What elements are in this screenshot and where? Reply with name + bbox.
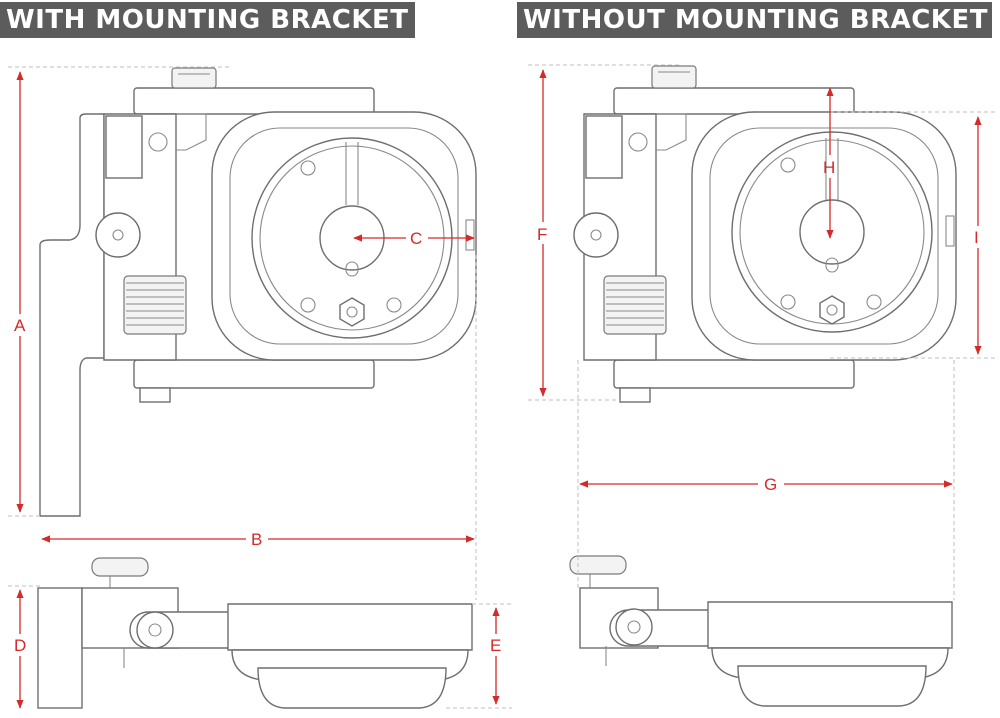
ring-side-bottom bbox=[257, 667, 447, 709]
bottom-clamp-bar bbox=[613, 359, 855, 389]
ring-slot-bottom bbox=[345, 261, 359, 277]
pivot-hex bbox=[627, 620, 641, 634]
bottom-foot bbox=[619, 387, 651, 403]
header-with-mounting-bracket: WITH MOUNTING BRACKET bbox=[0, 2, 415, 38]
header-without-mounting-bracket: WITHOUT MOUNTING BRACKET bbox=[517, 2, 992, 38]
hex-nut bbox=[819, 295, 845, 325]
front-view-without-bracket bbox=[573, 65, 957, 403]
bracket-side bbox=[37, 587, 83, 709]
spring bbox=[123, 275, 187, 335]
arm-corner bbox=[176, 113, 207, 151]
ring-housing-inner bbox=[229, 127, 459, 345]
ring-screw bbox=[386, 297, 402, 313]
front-view-with-bracket bbox=[39, 67, 477, 517]
pivot-bolt bbox=[136, 611, 174, 649]
pivot-bolt bbox=[615, 608, 653, 646]
dim-label-b: B bbox=[251, 530, 262, 549]
knurled-knob bbox=[569, 555, 627, 575]
arm-block bbox=[585, 115, 623, 179]
dim-label-a: A bbox=[14, 316, 26, 335]
arm-pin bbox=[148, 132, 168, 152]
dimensions-left: A B C D E bbox=[8, 66, 512, 709]
header-title: WITHOUT MOUNTING BRACKET bbox=[523, 5, 988, 35]
dimensions-right: F G H I bbox=[528, 64, 998, 600]
header-title: WITH MOUNTING BRACKET bbox=[6, 5, 409, 35]
ring-side-bottom bbox=[737, 665, 927, 707]
arm-block bbox=[105, 115, 143, 179]
dim-label-i: I bbox=[974, 228, 979, 247]
center-bore bbox=[799, 199, 865, 265]
knurled-knob bbox=[91, 557, 149, 577]
hex-nut-hole bbox=[826, 304, 838, 316]
top-screw bbox=[651, 65, 697, 89]
ring-screw bbox=[866, 294, 882, 310]
dim-label-d: D bbox=[14, 636, 26, 655]
bracket-knob bbox=[573, 212, 619, 258]
mounting-bracket bbox=[39, 113, 105, 517]
dim-label-h: H bbox=[823, 158, 835, 177]
ring-screw bbox=[300, 297, 316, 313]
spring bbox=[603, 275, 667, 335]
side-view-with-bracket bbox=[37, 557, 473, 709]
ring-screw bbox=[300, 160, 316, 176]
ring-screw bbox=[780, 294, 796, 310]
ring-slot-bottom bbox=[825, 257, 839, 273]
hex-nut-hole bbox=[346, 306, 358, 318]
side-view-without-bracket bbox=[569, 555, 953, 707]
ring-screw bbox=[780, 157, 796, 173]
top-clamp-bar bbox=[133, 87, 375, 115]
bottom-clamp-bar bbox=[133, 359, 375, 389]
top-clamp-bar bbox=[613, 87, 855, 115]
dim-label-g: G bbox=[764, 475, 777, 494]
hex-nut bbox=[339, 297, 365, 327]
arm-pin bbox=[628, 132, 648, 152]
ring-housing-inner bbox=[709, 127, 939, 345]
knob-hex bbox=[590, 229, 602, 241]
dim-label-f: F bbox=[537, 225, 547, 244]
ring-side-top bbox=[227, 603, 473, 651]
bottom-foot bbox=[139, 387, 171, 403]
bracket-knob bbox=[95, 212, 141, 258]
ring-side-top bbox=[707, 601, 953, 649]
dim-label-c: C bbox=[410, 229, 422, 248]
ring-latch bbox=[945, 215, 955, 247]
dim-label-e: E bbox=[490, 636, 501, 655]
arm-corner bbox=[656, 113, 687, 151]
knob-hex bbox=[112, 229, 124, 241]
pivot-hex bbox=[148, 623, 162, 637]
top-screw bbox=[171, 67, 217, 89]
